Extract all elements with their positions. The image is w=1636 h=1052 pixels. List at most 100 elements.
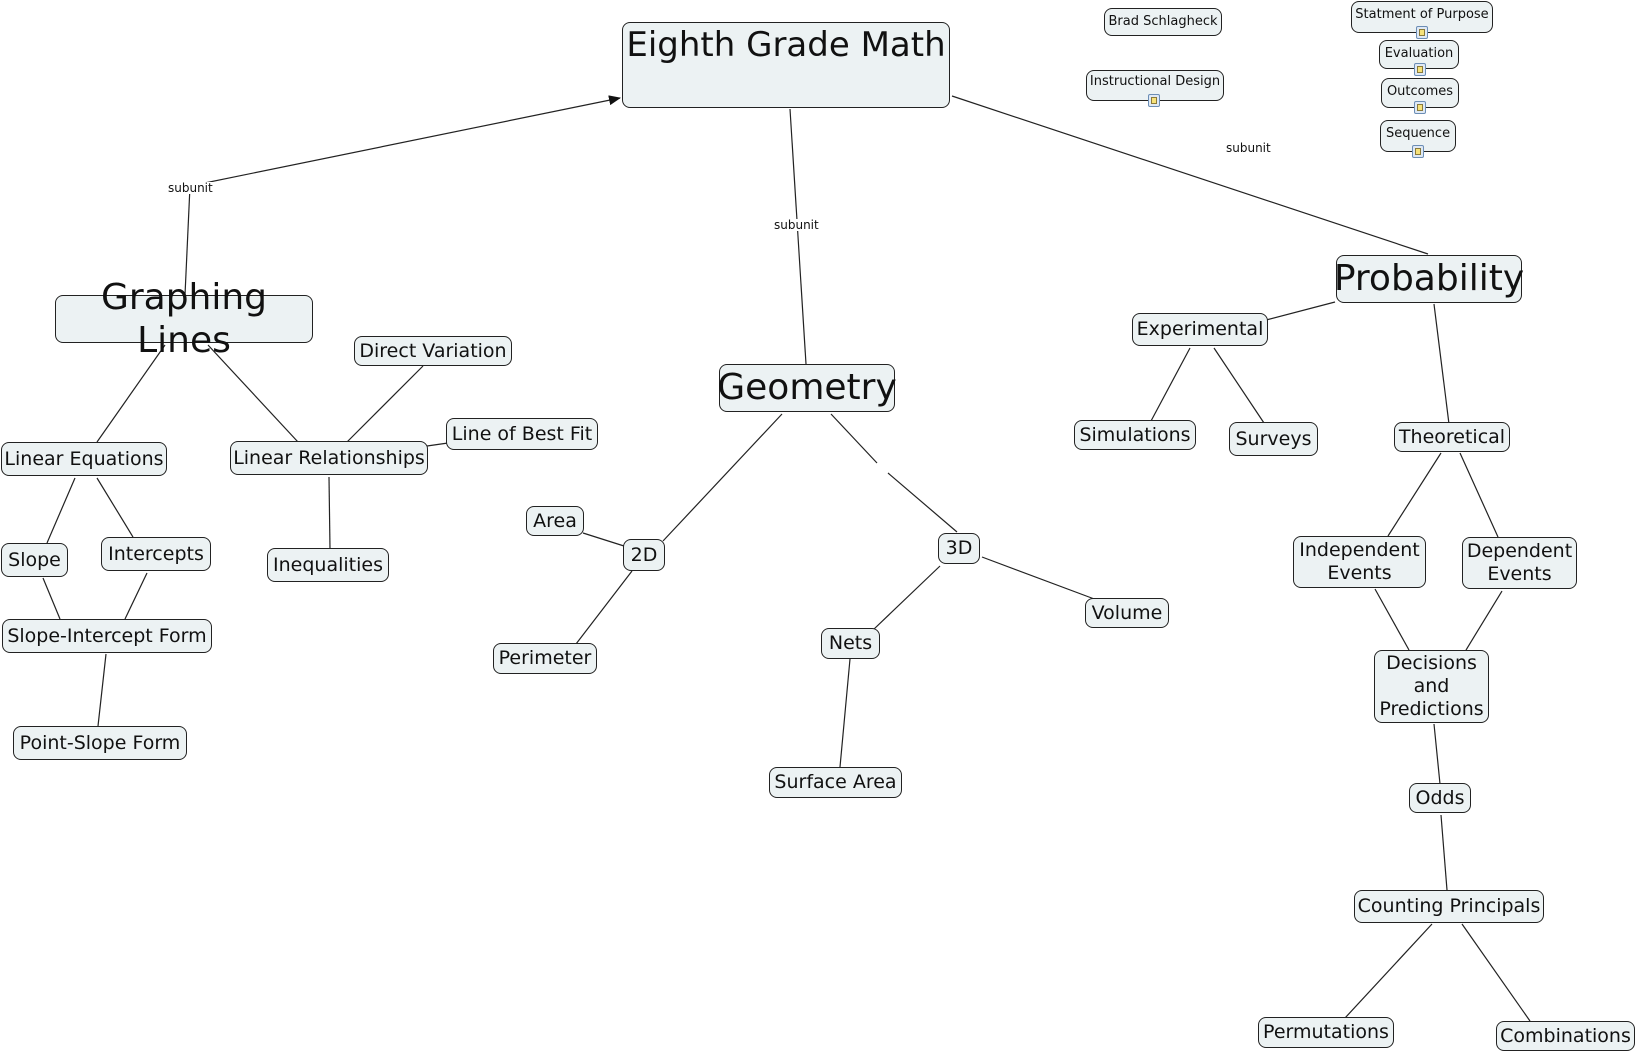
label: Inequalities [273,553,383,576]
link-label-subunit-probability: subunit [1224,141,1273,155]
resource-statement-of-purpose: Statment of Purpose [1355,7,1489,22]
label: 2D [630,543,658,566]
label: Surface Area [774,771,897,794]
label: Line of Best Fit [451,422,593,445]
node-direct-variation[interactable]: Direct Variation [354,336,512,366]
connector-intercepts-sif [124,572,148,620]
connector-probability-experimental [1265,301,1336,321]
connector-slope-sif [42,577,61,620]
label: Odds [1415,786,1465,809]
node-linear-equations[interactable]: Linear Equations [1,442,167,476]
node-evaluation[interactable]: Evaluation [1379,40,1459,69]
node-combinations[interactable]: Combinations [1496,1021,1635,1051]
node-probability[interactable]: Probability [1334,255,1524,303]
node-point-slope-form[interactable]: Point-Slope Form [13,726,187,760]
resource-instructional-design: Instructional Design [1089,74,1221,89]
node-odds[interactable]: Odds [1409,783,1471,813]
node-volume[interactable]: Volume [1085,598,1169,628]
label: Simulations [1079,423,1191,446]
connector-3d-volume [981,556,1098,601]
connector-experimental-surveys [1213,347,1265,424]
connector-lr-best-fit [426,442,449,447]
node-decisions-and-predictions[interactable]: Decisions and Predictions [1374,650,1489,723]
node-counting-principals[interactable]: Counting Principals [1354,890,1544,923]
link-label-subunit-graphing: subunit [166,181,215,195]
node-geometry[interactable]: Geometry [717,364,897,412]
connector-graphing-lines-to-root [189,95,621,187]
document-icon[interactable] [1416,26,1428,39]
label: Linear Equations [4,447,164,470]
connector-lr-inequalities [328,476,331,550]
graphing-lines-title: Graphing Lines [100,276,268,361]
node-2d[interactable]: 2D [623,539,665,571]
label: Direct Variation [359,339,507,362]
label: Surveys [1235,427,1312,450]
node-graphing-lines[interactable]: Graphing Lines [55,277,313,361]
node-area[interactable]: Area [526,506,584,536]
label: Linear Relationships [233,446,425,469]
node-slope-intercept-form[interactable]: Slope-Intercept Form [2,619,212,653]
connector-odds-counting [1440,814,1448,891]
connector-geometry-3d-b [887,472,958,533]
connector-counting-permutations [1344,923,1433,1019]
connector-2d-area [582,532,625,547]
connector-independent-decisions [1374,588,1410,651]
label: Volume [1091,601,1163,624]
node-root-eighth-grade-math[interactable]: Eighth Grade Math [622,22,950,108]
connector-sif-psf [97,653,107,727]
connector-nets-surface-area [839,658,851,768]
link-label-subunit-geometry: subunit [772,218,821,232]
node-surveys[interactable]: Surveys [1229,422,1318,456]
document-icon[interactable] [1148,94,1160,107]
connector-geometry-3d-a [830,413,878,464]
node-author[interactable]: Brad Schlagheck [1104,8,1222,36]
node-dependent-events[interactable]: Dependent Events [1462,537,1577,589]
connector-le-intercepts [96,477,134,538]
connector-graphing-lines-to-label [184,185,191,296]
connector-decisions-odds [1433,723,1441,785]
node-theoretical[interactable]: Theoretical [1394,422,1510,452]
label: Counting Principals [1357,895,1541,918]
node-surface-area[interactable]: Surface Area [769,767,902,798]
label: Experimental [1136,318,1264,341]
node-inequalities[interactable]: Inequalities [267,548,389,582]
node-slope[interactable]: Slope [1,543,68,577]
label: Intercepts [108,542,204,565]
node-line-of-best-fit[interactable]: Line of Best Fit [446,418,598,450]
label: Slope-Intercept Form [7,624,207,647]
document-icon[interactable] [1412,145,1424,158]
label: Decisions and Predictions [1379,652,1484,720]
resource-outcomes: Outcomes [1386,84,1454,99]
node-independent-events[interactable]: Independent Events [1293,536,1426,588]
node-experimental[interactable]: Experimental [1132,313,1268,346]
document-icon[interactable] [1414,101,1426,114]
node-permutations[interactable]: Permutations [1258,1017,1394,1048]
connector-root-geometry [789,108,807,365]
node-statement-of-purpose[interactable]: Statment of Purpose [1351,1,1493,33]
connector-gl-linear-equations [96,344,166,443]
node-nets[interactable]: Nets [821,628,880,659]
connector-root-probability [951,95,1429,255]
node-linear-relationships[interactable]: Linear Relationships [230,441,428,475]
connector-gl-linear-relationships [207,344,299,443]
node-perimeter[interactable]: Perimeter [493,643,597,674]
document-icon[interactable] [1414,63,1426,76]
author-name: Brad Schlagheck [1108,14,1218,30]
node-3d[interactable]: 3D [938,533,980,564]
label: Slope [8,548,61,571]
label: Perimeter [498,647,592,670]
connector-le-slope [46,477,76,544]
connector-counting-combinations [1461,923,1531,1022]
connector-dependent-decisions [1465,590,1503,651]
label: Area [533,509,577,532]
label: Point-Slope Form [19,731,181,754]
node-simulations[interactable]: Simulations [1074,420,1196,450]
label: Independent Events [1299,539,1420,584]
node-intercepts[interactable]: Intercepts [101,537,211,571]
connector-theoretical-independent [1387,452,1442,537]
label: 3D [945,537,973,560]
connector-theoretical-dependent [1459,452,1499,538]
label: Nets [828,632,873,655]
connector-experimental-simulations [1150,347,1191,422]
